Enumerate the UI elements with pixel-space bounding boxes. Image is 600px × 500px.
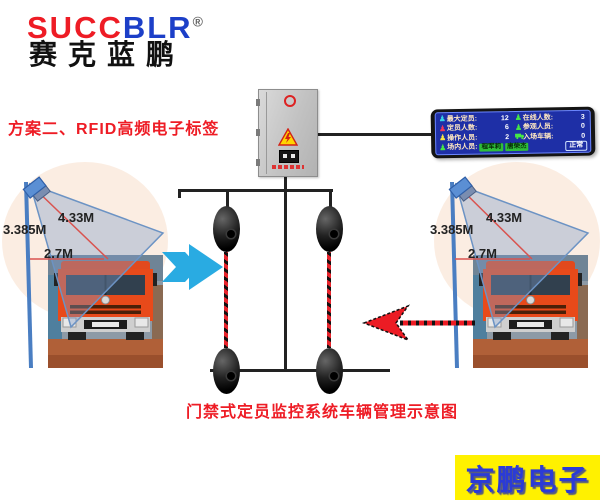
brand-logo-blue-part: BLR [122,10,193,45]
wire-main-vertical [284,175,287,372]
display-value: 2 [505,133,510,141]
cabinet-door-seam [266,92,267,174]
rfid-antenna-icon [448,176,477,202]
display-row-present-people: ♟ 场内人员: 程军莉 唐荣杰 正常 [439,140,588,153]
display-value: 3 [580,113,585,121]
person-icon: ♟ [438,114,447,124]
led-counter-display: ♟ 最大定员: 12 ♟ 在线人数: 3 ♟ 定员人数: 6 ♟ 参观人员: [430,106,596,159]
diagonal-measure-line [30,184,109,260]
diagonal-measure-line [456,184,533,260]
exit-direction-arrow-icon [361,304,475,342]
present-person-badge: 唐荣杰 [505,142,529,152]
display-label: 操作人员: [447,134,478,142]
display-label: 在线人数: [522,113,554,122]
display-row-vehicle-count: 入场车辆: 0 [515,131,587,142]
measure-label-pole: 3.385M [430,222,474,237]
present-person-badge: 程军莉 [479,143,504,152]
display-label: 定员人数: [446,124,478,133]
display-label: 最大定员: [446,115,478,123]
person-icon: ♟ [439,143,447,153]
right-antenna-coverage-diagram [448,176,590,369]
coverage-cone [454,182,590,329]
ir-sensor-bottom-left [213,348,240,394]
antenna-pole [450,181,459,369]
wire-stub-left-sensor [226,189,229,208]
person-icon: ♟ [514,112,522,123]
wire-bottom-bus [210,369,390,372]
entry-direction-arrow-icon [162,244,223,290]
display-value: 6 [504,124,509,132]
display-value: 0 [581,132,586,140]
cabinet-red-label [272,165,304,169]
display-value: 12 [500,114,509,122]
wire-cabinet-to-display [316,133,433,136]
display-label: 参观人员: [522,123,554,131]
ir-beam-left [224,252,228,348]
wire-top-bus [178,189,333,192]
display-label: 场内人员: [447,144,478,152]
scheme-title: 方案二、RFID高频电子标签 [8,121,220,138]
antenna-pole [24,181,33,369]
display-label: 入场车辆: [523,132,554,141]
person-icon: ♟ [514,122,523,132]
high-voltage-warning-icon [278,128,298,146]
ir-beam-right [327,252,331,348]
brand-chinese-name: 赛克蓝鹏 [29,40,186,71]
footer-brand-text: 京鹏电子 [465,464,590,497]
cabinet-hinge-icon [256,99,260,106]
coverage-cone [28,182,165,329]
registered-trademark-icon: ® [192,13,203,30]
measure-label-pole: 3.385M [3,222,47,237]
measure-label-diagonal: 4.33M [486,210,523,225]
cabinet-hinge-icon [256,129,260,136]
control-cabinet [256,89,318,177]
footer-brand-banner: 京鹏电子 [455,455,600,500]
measure-label-horizontal: 2.7M [44,246,73,261]
truck-photo-left [48,255,163,368]
cabinet-brand-mark-icon [284,95,296,107]
brand-logo: SUCCBLR® [27,12,203,43]
status-badge: 正常 [565,140,588,151]
ir-sensor-bottom-right [316,348,343,394]
rfid-antenna-icon [22,176,51,202]
display-value: 0 [580,122,585,130]
diagram-caption: 门禁式定员监控系统车辆管理示意图 [186,404,459,421]
ir-sensor-top-left [213,206,240,252]
ir-sensor-top-right [316,206,343,252]
person-icon: ♟ [438,123,447,133]
measure-label-horizontal: 2.7M [468,246,497,261]
wire-top-bus-end-tick [178,189,181,198]
cabinet-socket-icon [279,150,299,163]
left-antenna-coverage-diagram [22,176,165,369]
led-screen: ♟ 最大定员: 12 ♟ 在线人数: 3 ♟ 定员人数: 6 ♟ 参观人员: [434,109,592,156]
brand-logo-red-part: SUCC [27,10,123,45]
truck-icon [515,132,525,142]
measure-label-diagonal: 4.33M [58,210,95,225]
cabinet-hinge-icon [256,159,260,166]
wire-stub-right-sensor [329,189,332,208]
person-icon: ♟ [439,133,447,143]
